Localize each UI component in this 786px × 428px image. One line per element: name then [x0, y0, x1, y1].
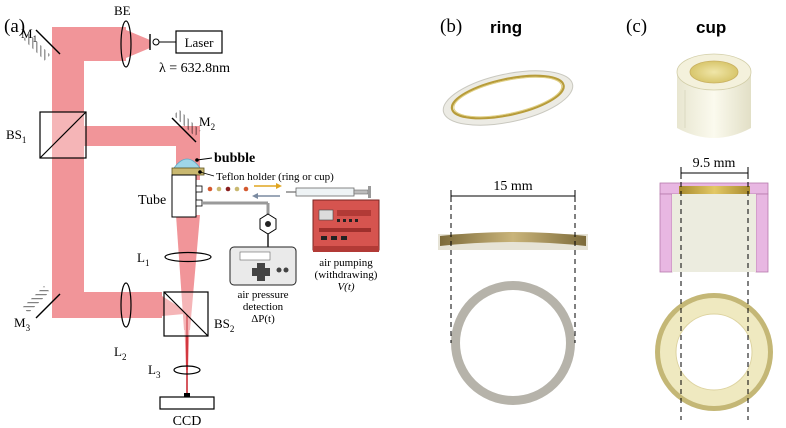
tube-body [171, 174, 197, 218]
lens-l2 [120, 282, 132, 328]
panel-b-label: (b) [440, 16, 462, 37]
teflon-pointer [199, 171, 215, 177]
cup-photo [676, 53, 752, 138]
panel-c: (c) cup 9.5 mm [626, 16, 773, 420]
pump-line3: V(t) [337, 281, 354, 293]
tube-port-top [195, 185, 203, 193]
laser-label: Laser [185, 35, 215, 50]
cup-cross-section [659, 182, 769, 273]
m2-label: M2 [199, 114, 215, 132]
pinhole [152, 38, 160, 46]
l2-label: L2 [114, 344, 126, 362]
panel-a: (a) Laser λ = 632.8nm BE M1 [4, 3, 380, 428]
lens-l1 [164, 251, 212, 263]
bs2-label: BS2 [214, 316, 234, 334]
l1-label: L1 [137, 250, 149, 268]
ring-dimension-label: 15 mm [493, 179, 532, 194]
cup-top-hole [675, 313, 753, 391]
lens-l3 [173, 365, 201, 375]
ccd-label: CCD [173, 414, 202, 428]
beam-bs1-m2 [84, 126, 178, 146]
tube-label: Tube [138, 193, 166, 208]
cup-dimension-label: 9.5 mm [693, 156, 736, 171]
wavelength-label: λ = 632.8nm [159, 61, 230, 76]
bubble-pointer [196, 157, 213, 161]
air-flow-pipe [202, 183, 282, 214]
bubble-label: bubble [214, 151, 255, 166]
m3-label: M3 [14, 315, 31, 333]
beam-m3-bs2 [52, 292, 162, 318]
beam-tube-down [176, 215, 200, 330]
ring-top-inner [460, 290, 566, 396]
mirror-m2 [171, 109, 201, 143]
teflon-label: Teflon holder (ring or cup) [216, 171, 334, 183]
panel-c-title: cup [696, 18, 726, 37]
bs1-diagonal [39, 111, 87, 159]
l3-label: L3 [148, 362, 161, 380]
ring-side-band [440, 232, 586, 246]
air-pressure-line3: ΔP(t) [251, 313, 275, 325]
panel-b: (b) ring 15 mm [438, 16, 588, 405]
beam-expander-lens [120, 20, 132, 68]
beam-left [52, 27, 84, 300]
panel-b-title: ring [490, 18, 522, 37]
pump-line1: air pumping [319, 257, 373, 269]
mirror-m1 [23, 29, 61, 61]
panel-c-label: (c) [626, 16, 647, 37]
beam-bs2-merge [162, 296, 184, 316]
tube-port-bottom [195, 199, 203, 207]
bs1-label: BS1 [6, 127, 26, 145]
be-label: BE [114, 3, 131, 18]
beam-expander-cone [126, 30, 150, 58]
ccd-body [159, 396, 215, 410]
ring-photo [442, 70, 574, 126]
bs2-diagonal [163, 291, 209, 337]
syringe-pump [312, 199, 380, 252]
pump-line2: (withdrawing) [315, 269, 378, 281]
panel-a-label: (a) [4, 16, 25, 37]
mirror-m3 [22, 286, 61, 319]
syringe [286, 186, 371, 198]
pressure-sensor [229, 213, 297, 286]
ccd-sensor [184, 393, 190, 397]
m1-label: M1 [21, 26, 37, 44]
air-pressure-line1: air pressure [237, 289, 288, 301]
air-pressure-line2: detection [243, 301, 284, 313]
